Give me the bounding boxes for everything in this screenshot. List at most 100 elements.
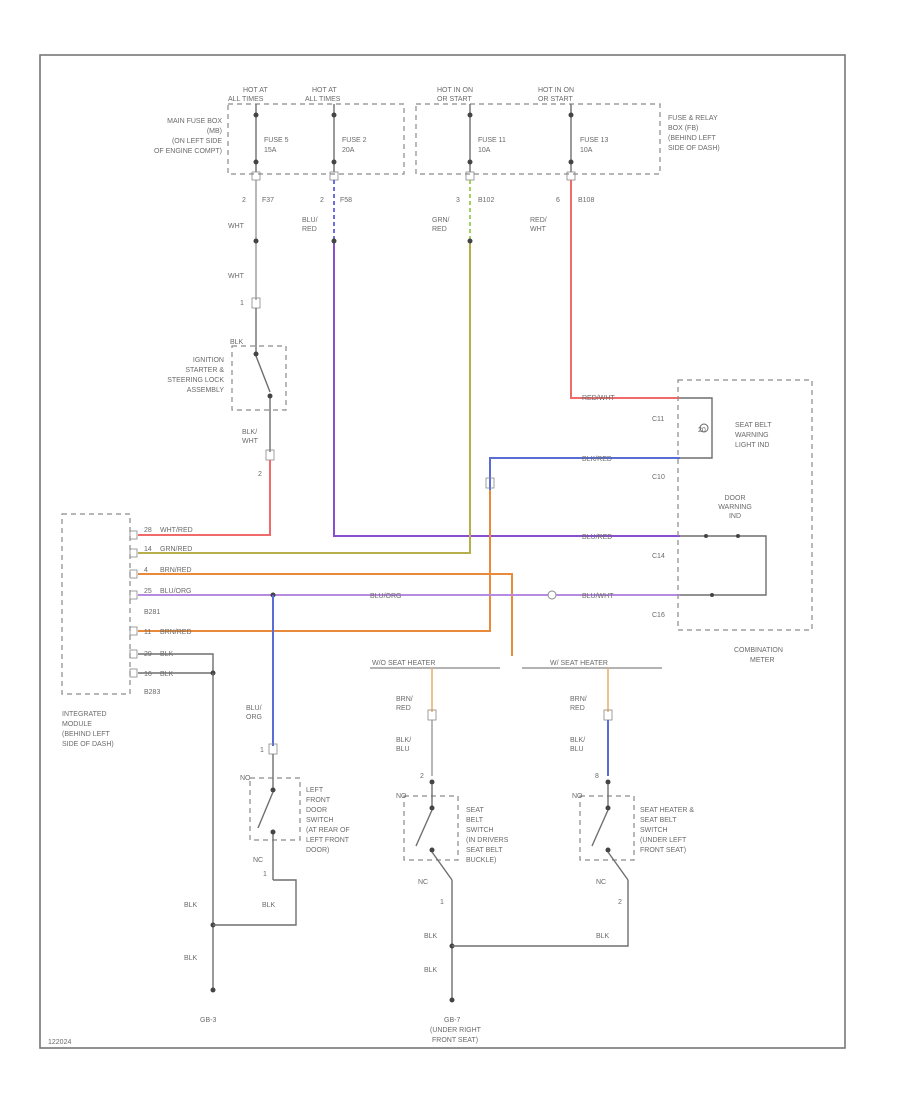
combination-meter-box <box>677 379 813 631</box>
ignition-pin-bottom: 2 <box>258 471 262 478</box>
combination-meter-label-2: METER <box>750 657 775 664</box>
seat-heater-right-label: W/ SEAT HEATER <box>550 660 608 667</box>
wire-label-blk-blu-1b: BLU <box>396 746 410 753</box>
wire-label-blk-wht-2: WHT <box>242 438 259 445</box>
left-front-door-switch: 1 NO NC 1 LEFT FRONT DOOR SWITCH (AT REA… <box>184 743 350 1024</box>
door-switch-pin-top: 1 <box>260 747 264 754</box>
pin-f58-connector: F58 <box>340 197 352 204</box>
hot-label-1-line2: ALL TIMES <box>228 96 264 103</box>
ignition-label-4: ASSEMBLY <box>187 387 225 394</box>
door-switch-label-3: DOOR <box>306 807 327 814</box>
meter-wire-label-blu-red: BLU/RED <box>582 534 612 541</box>
door-switch-label-7: DOOR) <box>306 847 329 854</box>
wire-label-blk-6: BLK <box>596 933 610 940</box>
heater-switch-label-4: (UNDER LEFT <box>640 837 687 844</box>
fuses: FUSE 5 15A FUSE 2 20A FUSE 11 10A FUSE 1… <box>253 104 609 172</box>
belt-switch-pin-bottom: 1 <box>440 899 444 906</box>
wire-label-blu-org-2: ORG <box>246 714 262 721</box>
fuse-11-rating: 10A <box>478 147 491 154</box>
wire-label-red-wht-1: RED/ <box>530 217 547 224</box>
seat-belt-switch: 2 NO NC 1 SEAT BELT SWITCH (IN DRIVERS S… <box>396 773 509 1044</box>
fuse-11-name: FUSE 11 <box>478 137 506 144</box>
belt-switch-label-5: SEAT BELT <box>466 847 503 854</box>
wire-red-wht: RED/ WHT <box>530 180 680 399</box>
pin-f58-number: 2 <box>320 197 324 204</box>
module-pin-label: BRN/RED <box>160 567 192 574</box>
wire-label-wht-2: WHT <box>228 273 245 280</box>
fuse-13-name: FUSE 13 <box>580 137 609 144</box>
fuse-2-name: FUSE 2 <box>342 137 367 144</box>
meter-wire-label-blk-red: BLK/RED <box>582 456 612 463</box>
wire-blu-red: BLU/ RED <box>302 180 680 537</box>
module-pin-number: 28 <box>144 527 152 534</box>
pin-b108-number: 6 <box>556 197 560 204</box>
wire-label-blu-red-1: BLU/ <box>302 217 318 224</box>
wire-label-blk-blu-1a: BLK/ <box>396 737 411 744</box>
fuse-box-right-line1: FUSE & RELAY <box>668 115 718 122</box>
heater-switch-label-2: SEAT BELT <box>640 817 677 824</box>
heater-switch-pin-bottom: 2 <box>618 899 622 906</box>
door-light-label-2: WARNING <box>718 504 752 511</box>
pin-b108-connector: B108 <box>578 197 594 204</box>
fuse-relay-box <box>415 103 661 175</box>
ignition-label-2: STARTER & <box>185 367 224 374</box>
door-switch-label-1: LEFT <box>306 787 324 794</box>
wire-wht-red <box>138 460 271 536</box>
hot-labels: HOT AT ALL TIMES HOT AT ALL TIMES HOT IN… <box>228 87 574 103</box>
wire-label-blk-1: BLK <box>184 902 198 909</box>
fuse-box-left-line4: OF ENGINE COMPT) <box>154 148 222 155</box>
hot-label-2-line1: HOT AT <box>312 87 337 94</box>
module-pin-label: WHT/RED <box>160 527 193 534</box>
fuse-13-rating: 10A <box>580 147 593 154</box>
belt-switch-label-3: SWITCH <box>466 827 494 834</box>
door-light-label-1: DOOR <box>725 495 746 502</box>
fuse-box-left-line1: MAIN FUSE BOX <box>167 118 222 125</box>
wire-label-brn-red-2b: RED <box>570 705 585 712</box>
module-pin-number: 25 <box>144 588 152 595</box>
module-label-1: INTEGRATED <box>62 711 107 718</box>
combination-meter: RED/WHT BLK/RED BLU/RED BLU/WHT C11 C10 … <box>582 395 783 664</box>
ignition-label-1: IGNITION <box>193 357 224 364</box>
wire-brn-red-orange <box>138 573 513 656</box>
wire-blk-red-blue <box>138 457 680 632</box>
fuse-5-name: FUSE 5 <box>264 137 289 144</box>
hot-label-4-line2: OR START <box>538 96 573 103</box>
module-pin-number: 11 <box>144 629 151 636</box>
wire-label-brn-red-1b: RED <box>396 705 411 712</box>
integrated-module-label: INTEGRATED MODULE (BEHIND LEFT SIDE OF D… <box>62 711 114 748</box>
meter-pin-c14: C14 <box>652 553 665 560</box>
door-switch-label-2: FRONT <box>306 797 331 804</box>
belt-switch-label-4: (IN DRIVERS <box>466 837 509 844</box>
module-connector-b283: B283 <box>144 689 160 696</box>
wire-label-red-wht-2: WHT <box>530 226 547 233</box>
heater-switch-nc: NC <box>596 879 606 886</box>
meter-pin-c11: C11 <box>652 416 664 423</box>
meter-wire-label-blu-wht: BLU/WHT <box>582 593 614 600</box>
meter-pin-c16: C16 <box>652 612 665 619</box>
diagram-frame <box>39 54 846 1049</box>
ignition-switch: BLK IGNITION STARTER & STEERING LOCK ASS… <box>167 308 287 478</box>
seat-heater-left-label: W/O SEAT HEATER <box>372 660 435 667</box>
door-switch-label-6: LEFT FRONT <box>306 837 350 844</box>
heater-switch-label-5: FRONT SEAT) <box>640 847 686 854</box>
fuse-5-rating: 15A <box>264 147 277 154</box>
ground-gb3-label: GB-3 <box>200 1017 216 1024</box>
hot-label-3-line1: HOT IN ON <box>437 87 473 94</box>
seat-heater-switch: 8 NO NC 2 SEAT HEATER & SEAT BELT SWITCH… <box>452 773 694 947</box>
module-pin-number: 16 <box>144 671 152 678</box>
fuse-box-right-line4: SIDE OF DASH) <box>668 145 720 152</box>
door-light-label-3: IND <box>729 513 741 520</box>
heater-switch-label-1: SEAT HEATER & <box>640 807 694 814</box>
pin-f37-number: 2 <box>242 197 246 204</box>
combination-meter-label-1: COMBINATION <box>734 647 783 654</box>
wire-label-blk-wht-1: BLK/ <box>242 429 257 436</box>
fuse-box-left-line2: (MB) <box>207 128 222 135</box>
belt-switch-label-1: SEAT <box>466 807 484 814</box>
belt-switch-nc: NC <box>418 879 428 886</box>
heater-switch-pin-top: 8 <box>595 773 599 780</box>
module-pin-label: BRN/RED <box>160 629 192 636</box>
